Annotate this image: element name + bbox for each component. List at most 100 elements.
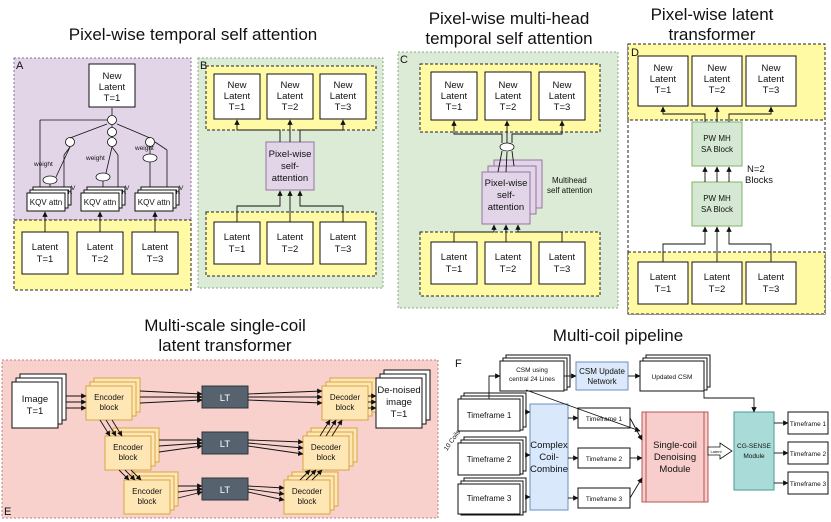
svg-text:Latent: Latent	[758, 272, 785, 283]
kqv-attn-1: KQV attn K V	[26, 185, 76, 212]
input-image-stack: Image T=1	[11, 373, 67, 429]
svg-text:attention: attention	[272, 173, 308, 184]
multihead-label-line2: self attention	[547, 186, 592, 195]
svg-text:Pixel-wise: Pixel-wise	[269, 149, 312, 160]
svg-text:PW MH: PW MH	[703, 194, 731, 203]
svg-text:KQV attn: KQV attn	[30, 198, 62, 207]
svg-text:weight: weight	[85, 155, 105, 162]
svg-text:De-noised: De-noised	[377, 385, 420, 396]
new-latent-d-2	[691, 55, 743, 107]
svg-text:Pixel-wise: Pixel-wise	[485, 178, 528, 189]
latent-a-3	[131, 231, 179, 275]
svg-text:Timeframe 3: Timeframe 3	[467, 494, 512, 503]
svg-text:V: V	[71, 185, 76, 192]
svg-text:Latent: Latent	[650, 272, 677, 283]
title-panel-e-line1: Multi-scale single-coil	[144, 316, 306, 335]
pw-mh-sa-block-2	[691, 121, 743, 167]
svg-text:Timeframe 1: Timeframe 1	[790, 421, 827, 428]
svg-text:T=2: T=2	[92, 254, 109, 265]
new-latent-c-1	[430, 71, 478, 121]
svg-text:Encoder: Encoder	[132, 487, 162, 496]
svg-text:Complex: Complex	[530, 440, 568, 451]
title-panel-e-line2: latent transformer	[158, 336, 292, 355]
svg-text:T=1: T=1	[655, 85, 672, 96]
svg-text:Latent: Latent	[495, 252, 522, 263]
denoised-image-stack: De-noised image T=1	[375, 369, 431, 429]
panel-d: D New Latent T=1 New Latent T=2 New Late…	[627, 43, 826, 315]
multihead-label-line1: Multihead	[552, 176, 587, 185]
svg-text:attention: attention	[488, 202, 524, 213]
svg-text:Latent: Latent	[758, 74, 785, 85]
latent-d-1	[637, 261, 689, 305]
svg-text:central 24 Lines: central 24 Lines	[509, 376, 556, 383]
latent-b-1	[213, 221, 261, 265]
svg-text:T=3: T=3	[554, 264, 571, 275]
panel-letter-b: B	[200, 60, 207, 72]
svg-text:SA Block: SA Block	[701, 145, 734, 154]
new-latent-d-3	[745, 55, 797, 107]
timeframe-output-3: Timeframe 3	[787, 471, 829, 495]
svg-text:LT: LT	[220, 439, 231, 450]
svg-text:Network: Network	[587, 377, 617, 386]
svg-text:K: K	[68, 189, 73, 196]
svg-text:New: New	[498, 80, 517, 91]
svg-text:V: V	[179, 185, 184, 192]
svg-text:Timeframe 3: Timeframe 3	[586, 496, 623, 503]
svg-text:Timeframe 1: Timeframe 1	[467, 411, 512, 420]
svg-text:CSM using: CSM using	[516, 367, 548, 374]
panel-letter-e: E	[4, 506, 11, 518]
svg-text:T=2: T=2	[709, 284, 726, 295]
cg-sense-module	[733, 411, 775, 491]
pixel-wise-attention-block-b	[265, 141, 315, 191]
svg-text:Latent: Latent	[549, 91, 576, 102]
panel-c: C New Latent T=1 New Latent T=2 New Late…	[397, 51, 619, 309]
svg-text:PW MH: PW MH	[703, 134, 731, 143]
svg-text:New: New	[707, 63, 726, 74]
latent-d-2	[691, 261, 743, 305]
svg-text:T=2: T=2	[500, 264, 517, 275]
title-panel-f: Multi-coil pipeline	[553, 326, 683, 345]
panel-b: B New Latent T=1 New Latent T=2 New Late…	[197, 57, 384, 289]
svg-text:KQV attn: KQV attn	[138, 198, 170, 207]
latent-hollow-arrow	[707, 442, 733, 460]
title-panel-c-line1: Pixel-wise multi-head	[429, 9, 590, 28]
latent-c-1	[430, 241, 478, 285]
svg-text:Latent: Latent	[32, 242, 59, 253]
svg-text:New: New	[552, 80, 571, 91]
svg-text:T=3: T=3	[147, 254, 164, 265]
latent-a-2	[76, 231, 124, 275]
svg-text:Latent: Latent	[704, 74, 731, 85]
new-latent-d-1	[637, 55, 689, 107]
svg-text:block: block	[100, 403, 120, 412]
svg-text:T=1: T=1	[229, 102, 246, 113]
svg-text:T=3: T=3	[554, 102, 571, 113]
svg-text:Decoder: Decoder	[330, 393, 361, 402]
timeframe-output-1: Timeframe 1	[787, 411, 829, 435]
svg-text:T=1: T=1	[655, 284, 672, 295]
panel-e: E Image T=1 Encoder block Encoder block	[1, 359, 439, 519]
svg-text:New: New	[102, 71, 121, 82]
new-latent-c-2	[484, 71, 532, 121]
updated-csm-stack: Updated CSM	[639, 354, 711, 392]
timeframe-input-1: Timeframe 1	[457, 392, 527, 432]
svg-text:T=1: T=1	[27, 406, 44, 417]
decoder-block-3: Decoder block	[283, 471, 339, 515]
svg-text:Latent: Latent	[277, 91, 304, 102]
latent-a-1	[21, 231, 69, 275]
multihead-attention-stack: Pixel-wise self- attention	[481, 159, 543, 225]
new-latent-c-3	[538, 71, 586, 121]
svg-text:T=2: T=2	[282, 244, 299, 255]
svg-text:T=3: T=3	[763, 284, 780, 295]
svg-text:T=1: T=1	[446, 264, 463, 275]
svg-text:T=1: T=1	[37, 254, 54, 265]
svg-text:self-: self-	[497, 190, 515, 201]
svg-text:Combine: Combine	[530, 464, 568, 475]
new-latent-b-1	[213, 73, 261, 120]
new-latent-a	[88, 63, 136, 108]
encoder-block-1: Encoder block	[85, 377, 141, 421]
new-latent-b-3	[319, 73, 367, 120]
svg-text:Single-coil: Single-coil	[653, 440, 697, 451]
svg-text:Module: Module	[743, 453, 765, 460]
n-blocks-line1: N=2	[747, 164, 765, 175]
